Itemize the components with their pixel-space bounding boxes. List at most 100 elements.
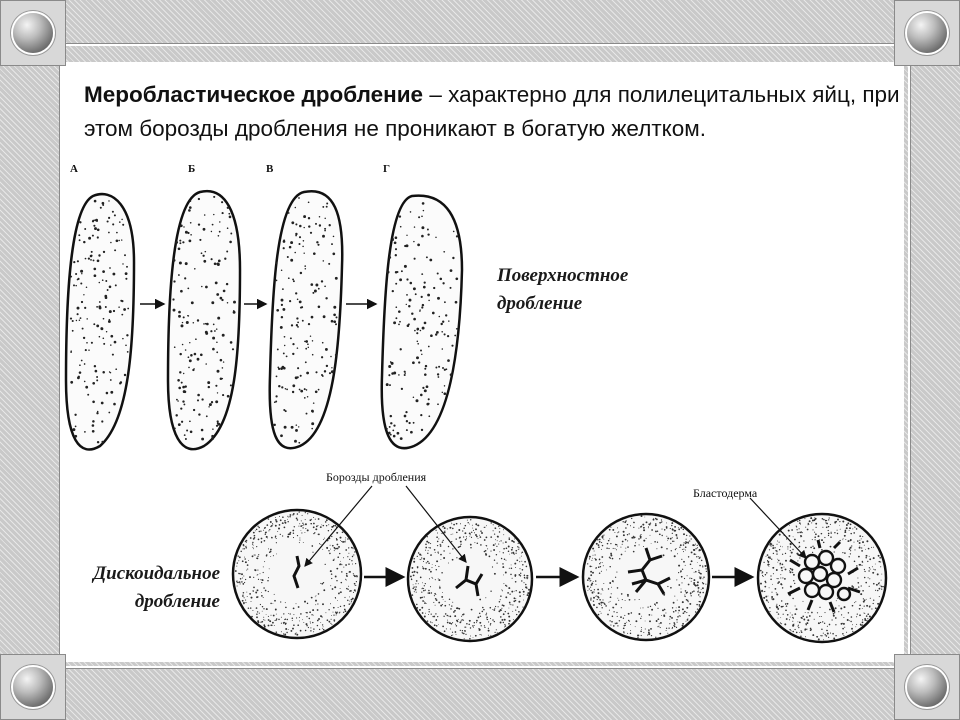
- stipple-dot: [265, 590, 267, 592]
- stipple-dot: [449, 616, 451, 618]
- stipple-dot: [454, 615, 456, 617]
- yolk-dot: [303, 227, 304, 228]
- stipple-dot: [676, 627, 677, 628]
- stipple-dot: [508, 587, 510, 589]
- stipple-dot: [317, 625, 318, 626]
- stipple-dot: [461, 620, 462, 621]
- stipple-dot: [776, 578, 777, 579]
- stipple-dot: [278, 528, 280, 530]
- stipple-dot: [519, 591, 521, 593]
- stipple-dot: [800, 524, 801, 525]
- stipple-dot: [271, 615, 272, 616]
- stipple-dot: [422, 566, 423, 567]
- stipple-dot: [683, 533, 685, 535]
- stipple-dot: [431, 577, 432, 578]
- stipple-dot: [676, 536, 677, 537]
- stipple-dot: [455, 624, 456, 625]
- stipple-dot: [593, 581, 594, 582]
- stipple-dot: [839, 540, 840, 541]
- stipple-dot: [862, 608, 863, 609]
- yolk-dot: [176, 399, 178, 401]
- stipple-dot: [484, 527, 485, 528]
- stipple-dot: [867, 613, 869, 615]
- disc-egg-2: [408, 517, 532, 641]
- yolk-dot: [406, 294, 408, 296]
- stipple-dot: [856, 528, 858, 530]
- yolk-dot: [77, 260, 79, 262]
- stipple-dot: [850, 540, 851, 541]
- yolk-dot: [217, 263, 220, 266]
- stipple-dot: [272, 537, 273, 538]
- stipple-dot: [500, 622, 502, 624]
- stipple-dot: [412, 571, 414, 573]
- stipple-dot: [677, 616, 679, 618]
- yolk-dot: [423, 210, 424, 211]
- stipple-dot: [299, 540, 300, 541]
- stipple-dot: [778, 581, 780, 583]
- stipple-dot: [666, 628, 667, 629]
- stipple-dot: [434, 549, 436, 551]
- stipple-dot: [609, 529, 611, 531]
- stipple-dot: [464, 532, 466, 534]
- stipple-dot: [653, 519, 655, 521]
- stipple-dot: [843, 623, 845, 625]
- stipple-dot: [683, 561, 685, 563]
- yolk-dot: [330, 356, 332, 358]
- stipple-dot: [313, 523, 315, 525]
- stipple-dot: [270, 521, 272, 523]
- stipple-dot: [655, 524, 657, 526]
- stipple-dot: [428, 562, 430, 564]
- stipple-dot: [842, 633, 844, 635]
- yolk-dot: [318, 306, 321, 309]
- yolk-dot: [183, 390, 186, 393]
- yolk-dot: [100, 207, 102, 209]
- stipple-dot: [479, 535, 480, 536]
- yolk-dot: [222, 334, 225, 337]
- stipple-dot: [603, 539, 604, 540]
- stipple-dot: [420, 597, 422, 599]
- stipple-dot: [767, 600, 768, 601]
- stipple-dot: [522, 607, 523, 608]
- stipple-dot: [422, 612, 424, 614]
- yolk-dot: [392, 290, 394, 292]
- yolk-dot: [92, 235, 94, 237]
- stipple-dot: [323, 626, 324, 627]
- yolk-dot: [99, 301, 101, 303]
- stipple-dot: [685, 543, 686, 544]
- stipple-dot: [591, 560, 592, 561]
- stipple-dot: [864, 606, 865, 607]
- stipple-dot: [622, 544, 623, 545]
- yolk-dot: [417, 244, 420, 247]
- stipple-dot: [249, 576, 251, 578]
- stipple-dot: [302, 523, 303, 524]
- stipple-dot: [645, 628, 646, 629]
- stipple-dot: [797, 554, 799, 556]
- yolk-dot: [418, 361, 420, 363]
- stipple-dot: [475, 528, 477, 530]
- yolk-dot: [415, 293, 417, 295]
- stipple-dot: [635, 626, 636, 627]
- stipple-dot: [340, 561, 341, 562]
- yolk-dot: [211, 258, 213, 260]
- yolk-dot: [297, 326, 299, 328]
- stipple-dot: [342, 541, 344, 543]
- stipple-dot: [824, 612, 825, 613]
- stipple-dot: [328, 609, 329, 610]
- stipple-dot: [269, 529, 270, 530]
- yolk-dot: [390, 434, 392, 436]
- stipple-dot: [672, 540, 674, 542]
- stipple-dot: [451, 541, 452, 542]
- yolk-dot: [296, 424, 298, 426]
- yolk-dot: [185, 262, 188, 265]
- stipple-dot: [615, 577, 616, 578]
- stipple-dot: [812, 552, 813, 553]
- stipple-dot: [419, 554, 421, 556]
- stipple-dot: [629, 599, 631, 601]
- yolk-dot: [285, 388, 287, 390]
- stipple-dot: [258, 539, 260, 541]
- yolk-dot: [173, 259, 176, 262]
- stipple-dot: [796, 529, 797, 530]
- stipple-dot: [312, 609, 314, 611]
- stipple-dot: [277, 531, 278, 532]
- stipple-dot: [296, 634, 298, 636]
